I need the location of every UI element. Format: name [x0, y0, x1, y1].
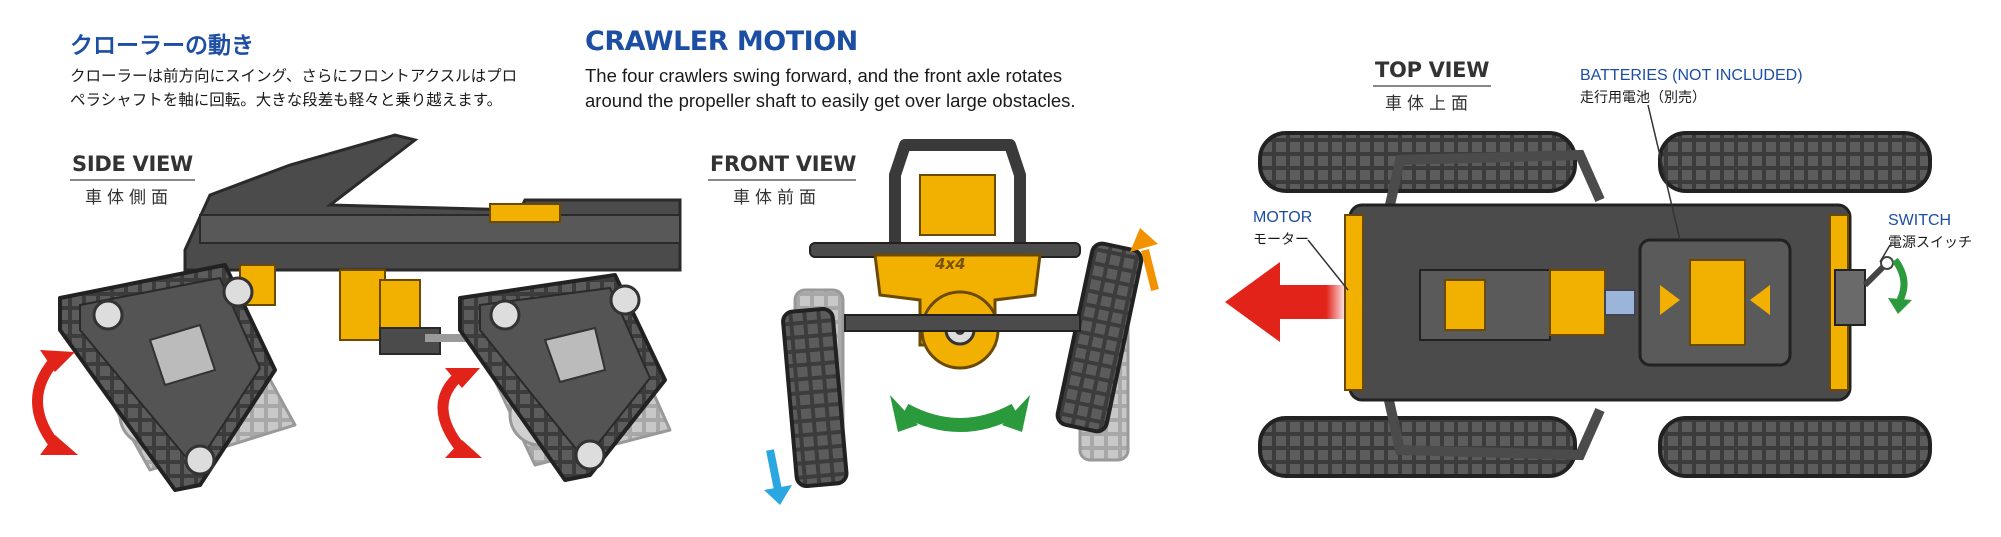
- side-chassis: [183, 133, 682, 355]
- batteries-label: BATTERIES (NOT INCLUDED): [1580, 67, 1803, 84]
- side-front-crawler: [458, 273, 667, 482]
- front-view-rule: [708, 179, 856, 181]
- description-english-line: The four crawlers swing forward, and the…: [585, 65, 1063, 86]
- motor-label: MOTOR: [1253, 209, 1313, 226]
- section-title-english: CRAWLER MOTION: [585, 26, 858, 57]
- side-view-rule: [70, 179, 195, 181]
- description-japanese-line: ペラシャフトを軸に回転。大きな段差も軽々と乗り越えます。: [70, 91, 503, 109]
- front-drop-arrow: [764, 449, 792, 505]
- side-rear-crawler: [58, 263, 277, 492]
- front-view-label: FRONT VIEW: [710, 152, 857, 176]
- top-view-label-japanese: 車体上面: [1385, 94, 1473, 114]
- description-japanese: クローラーは前方向にスイング、さらにフロントアクスルはプロ ペラシャフトを軸に回…: [70, 64, 517, 112]
- top-view-label: TOP VIEW: [1375, 58, 1490, 82]
- front-view-drawing: [764, 139, 1159, 505]
- top-view-rule: [1373, 85, 1491, 87]
- front-rotation-arrow: [890, 395, 1030, 432]
- side-swing-arrow-rear: [32, 350, 78, 455]
- description-english-line: around the propeller shaft to easily get…: [585, 90, 1076, 111]
- front-view-label-japanese: 車体前面: [733, 188, 821, 208]
- description-japanese-line: クローラーは前方向にスイング、さらにフロントアクスルはプロ: [70, 67, 518, 85]
- front-view-badge: 4x4: [935, 255, 966, 273]
- section-title-japanese: クローラーの動き: [70, 33, 254, 59]
- description-english: The four crawlers swing forward, and the…: [585, 63, 1076, 113]
- top-switch-arrow: [1888, 257, 1912, 314]
- switch-label: SWITCH: [1888, 212, 1952, 229]
- top-view-drawing: [1225, 104, 1932, 478]
- side-view-drawing: [32, 133, 682, 492]
- side-swing-arrow-front: [437, 368, 482, 458]
- batteries-label-japanese: 走行用電池（別売）: [1580, 90, 1706, 106]
- top-direction-arrow: [1225, 262, 1345, 342]
- side-view-label: SIDE VIEW: [72, 152, 193, 176]
- side-view-label-japanese: 車体側面: [85, 188, 173, 208]
- motor-label-japanese: モーター: [1253, 232, 1309, 248]
- front-lift-arrow: [1130, 228, 1159, 291]
- switch-label-japanese: 電源スイッチ: [1888, 235, 1972, 251]
